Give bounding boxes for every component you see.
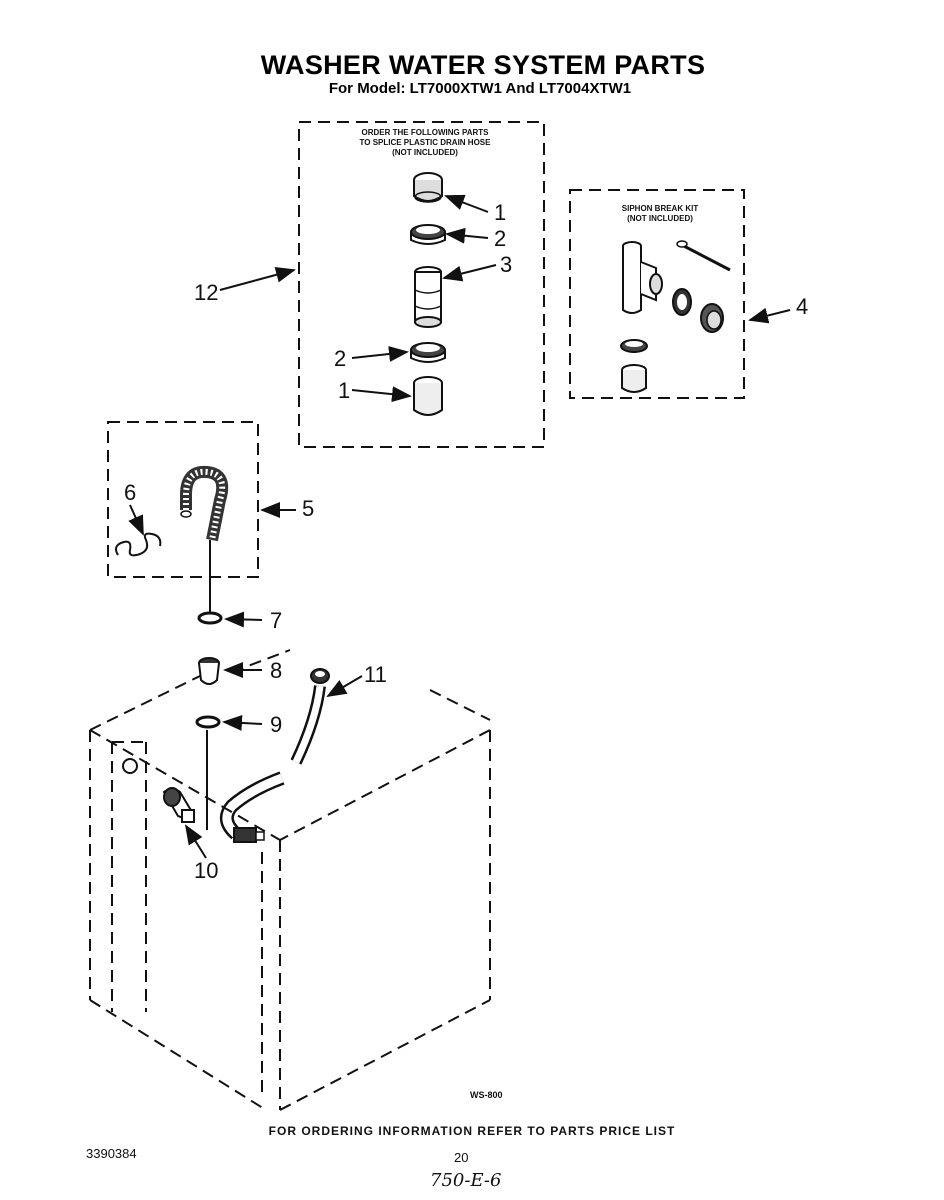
arrow-6	[128, 504, 144, 536]
hose-clamp-7	[197, 611, 223, 625]
callout-5: 5	[302, 496, 315, 521]
callout-3: 3	[500, 252, 513, 277]
callout-11: 11	[364, 662, 387, 687]
ordering-footer: FOR ORDERING INFORMATION REFER TO PARTS …	[268, 1124, 676, 1138]
arrow-4	[748, 307, 791, 324]
siphon-break-kit-box	[569, 189, 745, 399]
page-title: WASHER WATER SYSTEM PARTS	[260, 50, 706, 80]
washer-cabinet-outline	[89, 649, 491, 1111]
callout-1-top: 1	[494, 200, 507, 225]
hose-clamp-bottom	[410, 342, 446, 363]
fill-hose	[219, 771, 285, 843]
splice-note-line-1: ORDER THE FOLLOWING PARTS	[361, 128, 489, 137]
siphon-lower-adapter	[621, 364, 647, 393]
handwritten-note: 750-E-6	[430, 1170, 502, 1191]
arrow-10	[184, 824, 207, 859]
splice-parts-box	[298, 121, 545, 448]
callout-12: 12	[194, 280, 219, 305]
splice-box-note: ORDER THE FOLLOWING PARTS TO SPLICE PLAS…	[330, 128, 520, 158]
drain-hose-box	[107, 421, 259, 578]
arrow-11	[326, 675, 363, 698]
callout-2-top: 2	[494, 226, 507, 251]
drain-hose-coil	[180, 465, 229, 612]
siphon-cap	[700, 303, 724, 333]
siphon-tee-fitting	[622, 241, 663, 314]
hose-clamp-9	[195, 715, 221, 729]
callout-6: 6	[124, 480, 137, 505]
callout-1-bottom: 1	[338, 378, 351, 403]
callout-4: 4	[796, 294, 809, 319]
splice-coupling	[414, 266, 442, 328]
arrow-2-top	[445, 227, 489, 244]
arrow-3	[442, 264, 497, 282]
callout-2-bottom: 2	[334, 346, 347, 371]
splice-note-line-2: TO SPLICE PLASTIC DRAIN HOSE	[359, 138, 491, 147]
siphon-note-line-1: SIPHON BREAK KIT	[621, 204, 699, 213]
arrow-7	[224, 611, 263, 628]
siphon-box-note: SIPHON BREAK KIT (NOT INCLUDED)	[590, 204, 730, 224]
figure-id: WS-800	[470, 1090, 503, 1100]
drain-outlet-fitting	[122, 758, 195, 823]
callout-7: 7	[270, 608, 283, 633]
siphon-clip-pin	[676, 240, 731, 272]
arrow-1-top	[444, 194, 489, 213]
hose-adapter	[198, 657, 220, 685]
siphon-clamp	[672, 288, 692, 316]
splice-connector-bottom	[413, 376, 443, 416]
callout-10: 10	[194, 858, 219, 883]
siphon-lower-clamp	[620, 339, 648, 353]
siphon-note-line-2: (NOT INCLUDED)	[627, 214, 693, 223]
arrow-9	[222, 714, 263, 731]
splice-connector-top	[413, 172, 443, 203]
arrow-1-bottom	[351, 386, 412, 403]
spring-clip	[115, 532, 162, 557]
arrow-12	[219, 266, 296, 291]
document-number: 3390384	[86, 1146, 137, 1161]
page-number: 20	[454, 1150, 469, 1165]
arrow-2-bottom	[351, 345, 409, 362]
splice-note-line-3: (NOT INCLUDED)	[392, 148, 458, 157]
callout-8: 8	[270, 658, 283, 683]
hose-clamp-top	[410, 224, 446, 245]
inlet-hose	[290, 668, 330, 765]
callout-9: 9	[270, 712, 283, 737]
model-subtitle: For Model: LT7000XTW1 And LT7004XTW1	[328, 80, 632, 97]
